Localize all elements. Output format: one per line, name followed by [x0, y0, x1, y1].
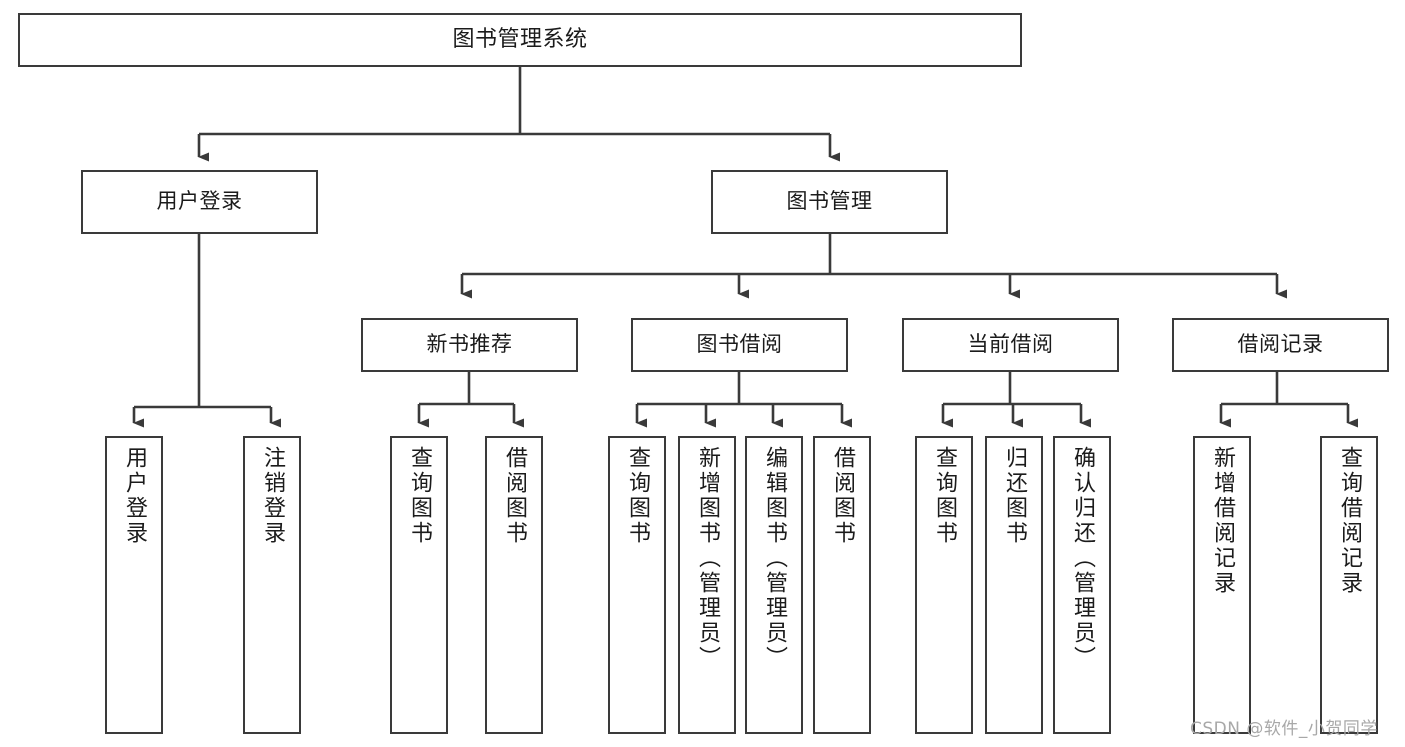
node-label: 查询图书 — [932, 446, 957, 546]
node-label: 用户登录 — [122, 446, 147, 546]
node-label: 图书管理系统 — [452, 26, 588, 52]
leaf-borrow-record-add-record[interactable]: 新增借阅记录 — [1193, 436, 1251, 734]
node-label: 新增图书（管理员） — [695, 446, 720, 671]
leaf-borrow-record-query-record[interactable]: 查询借阅记录 — [1320, 436, 1378, 734]
leaf-book-borrow-add-book-admin[interactable]: 新增图书（管理员） — [678, 436, 736, 734]
node-label: 确认归还（管理员） — [1070, 446, 1095, 671]
node-root-book-management-system[interactable]: 图书管理系统 — [18, 13, 1022, 67]
node-label: 用户登录 — [156, 189, 243, 214]
node-label: 图书管理 — [786, 189, 873, 214]
leaf-book-borrow-borrow-book[interactable]: 借阅图书 — [813, 436, 871, 734]
node-label: 归还图书 — [1002, 446, 1027, 546]
node-label: 借阅图书 — [830, 446, 855, 546]
node-label: 查询借阅记录 — [1337, 446, 1362, 596]
node-label: 查询图书 — [407, 446, 432, 546]
leaf-book-borrow-query-book[interactable]: 查询图书 — [608, 436, 666, 734]
node-label: 图书借阅 — [696, 332, 783, 357]
leaf-current-borrow-query-book[interactable]: 查询图书 — [915, 436, 973, 734]
node-label: 新增借阅记录 — [1210, 446, 1235, 596]
leaf-user-login-logout[interactable]: 注销登录 — [243, 436, 301, 734]
leaf-book-borrow-edit-book-admin[interactable]: 编辑图书（管理员） — [745, 436, 803, 734]
node-new-book-recommend[interactable]: 新书推荐 — [361, 318, 578, 372]
node-current-borrow[interactable]: 当前借阅 — [902, 318, 1119, 372]
node-book-borrow[interactable]: 图书借阅 — [631, 318, 848, 372]
node-label: 当前借阅 — [967, 332, 1054, 357]
node-label: 借阅记录 — [1237, 332, 1324, 357]
node-label: 新书推荐 — [426, 332, 513, 357]
leaf-current-borrow-return-book[interactable]: 归还图书 — [985, 436, 1043, 734]
node-label: 借阅图书 — [502, 446, 527, 546]
node-book-management[interactable]: 图书管理 — [711, 170, 948, 234]
node-borrow-record[interactable]: 借阅记录 — [1172, 318, 1389, 372]
csdn-watermark: CSDN @软件_小贺同学 — [1190, 719, 1378, 739]
node-label: 编辑图书（管理员） — [762, 446, 787, 671]
node-label: 查询图书 — [625, 446, 650, 546]
node-user-login[interactable]: 用户登录 — [81, 170, 318, 234]
leaf-current-borrow-confirm-return-admin[interactable]: 确认归还（管理员） — [1053, 436, 1111, 734]
node-label: 注销登录 — [260, 446, 285, 546]
leaf-new-book-borrow-book[interactable]: 借阅图书 — [485, 436, 543, 734]
leaf-new-book-query-book[interactable]: 查询图书 — [390, 436, 448, 734]
leaf-user-login-login[interactable]: 用户登录 — [105, 436, 163, 734]
